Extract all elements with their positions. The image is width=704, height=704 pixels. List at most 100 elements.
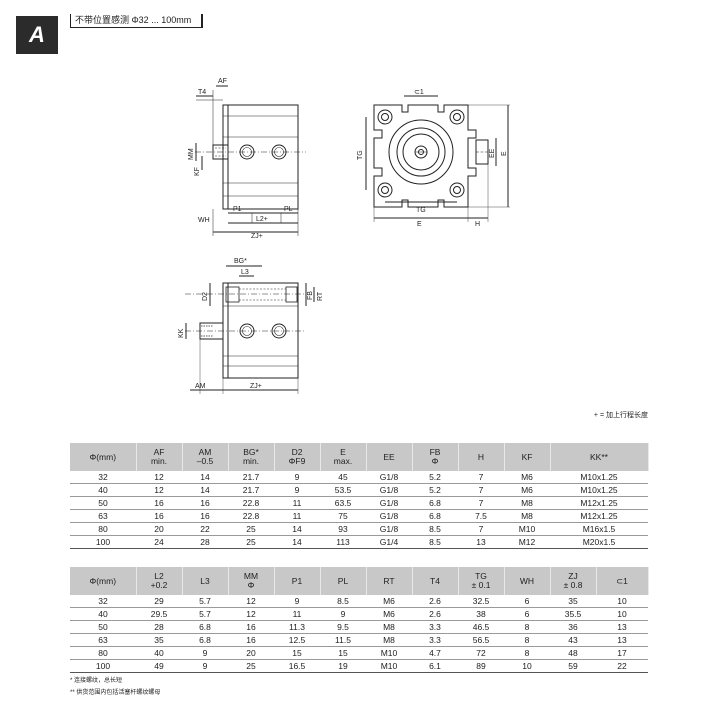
side-view-top [195,85,306,236]
table-cell: 15 [320,646,366,660]
table-cell: 75 [320,509,366,523]
table-cell: 20 [228,646,274,660]
section-badge: A [16,16,58,54]
table-cell: 9.5 [320,620,366,634]
table-cell: 29.5 [136,607,182,621]
dim-ee: EE [489,148,496,158]
table-cell: 80 [70,646,136,660]
column-header-label: EE [383,451,395,462]
table-cell: 12 [136,471,182,484]
dim-mm: MM [188,148,195,160]
table-cell: 25 [228,659,274,673]
table-cell: M20x1.5 [550,535,648,549]
table-cell: 11 [274,496,320,510]
column-header: P1 [274,567,321,595]
column-header-label: D2 [291,447,303,457]
column-header-sublabel: ΦF9 [288,456,306,466]
table-cell: 13 [596,620,648,634]
table-cell: 3.3 [412,633,458,647]
table-cell: 20 [136,522,182,536]
table-cell: 6.8 [412,496,458,510]
table-cell: M10x1.25 [550,483,648,497]
footnote-1: * 连接螺纹，总长短 [70,678,123,684]
table-cell: 32 [70,595,136,608]
column-header: ZJ± 0.8 [550,567,597,595]
table-cell: 7 [458,522,504,536]
table-cell: 80 [70,522,136,536]
table-cell: 9 [274,595,320,608]
table-cell: 19 [320,659,366,673]
column-header: WH [504,567,551,595]
table-cell: 13 [458,535,504,549]
column-header-label: P1 [291,575,303,586]
table-cell: 8.5 [320,595,366,608]
column-header: PL [320,567,367,595]
dim-rt: RT [317,291,324,301]
column-header: L2+0.2 [136,567,183,595]
table-cell: 7.5 [458,509,504,523]
table-cell: 11.3 [274,620,320,634]
table-cell: 3.3 [412,620,458,634]
table-cell: 22.8 [228,496,274,510]
column-header-label: KK** [590,451,608,462]
table-cell: 6.8 [182,620,228,634]
table-cell: 16 [228,633,274,647]
table-cell: 40 [70,483,136,497]
table-cell: 100 [70,535,136,549]
column-header-label: L2 [154,571,164,581]
table-cell: 2.6 [412,607,458,621]
table-cell: 12 [136,483,182,497]
column-header-label: WH [519,575,535,586]
table-cell: 13 [596,633,648,647]
dim-zj: ZJ+ [251,233,263,240]
column-header-sublabel: ± 0.8 [563,580,583,590]
table-cell: 21.7 [228,471,274,484]
table-cell: 9 [182,646,228,660]
dim-t4: T4 [198,89,206,96]
table-cell: 10 [504,659,550,673]
table-cell: 11 [274,509,320,523]
dim-am: AM [195,383,206,390]
dim-e-right: E [501,151,508,156]
table-cell: M12 [504,535,550,549]
table-cell: 9 [274,483,320,497]
table-cell: 9 [320,607,366,621]
table-cell: 8 [504,633,550,647]
column-header: AM–0.5 [182,443,229,471]
table-cell: 29 [136,595,182,608]
column-header-sublabel: Φ [247,580,255,590]
dim-p1: P1 [233,206,242,213]
table-cell: 16.5 [274,659,320,673]
column-header-label: KF [521,451,533,462]
table-cell: 12.5 [274,633,320,647]
table-cell: 25 [228,535,274,549]
table-cell: G1/4 [366,535,412,549]
column-header: BG*min. [228,443,275,471]
column-header: KK** [550,443,649,471]
side-view-bottom [185,265,315,394]
column-header-label: MM [243,571,259,581]
table-cell: G1/8 [366,522,412,536]
column-header-label: Φ(mm) [89,575,117,586]
table-cell: 22.8 [228,509,274,523]
table-cell: 8.5 [412,522,458,536]
table-cell: 59 [550,659,596,673]
column-header-label: TG [475,571,487,581]
column-header-sublabel: +0.2 [150,580,168,590]
column-header-label: AM [198,447,212,457]
dim-bg: BG* [234,258,247,265]
column-header-label: ZJ [568,571,578,581]
table-cell: M6 [504,471,550,484]
table-cell: 5.7 [182,607,228,621]
table-cell: 8.5 [412,535,458,549]
dim-wh: WH [198,217,210,224]
table-cell: M16x1.5 [550,522,648,536]
table-cell: 8 [504,620,550,634]
